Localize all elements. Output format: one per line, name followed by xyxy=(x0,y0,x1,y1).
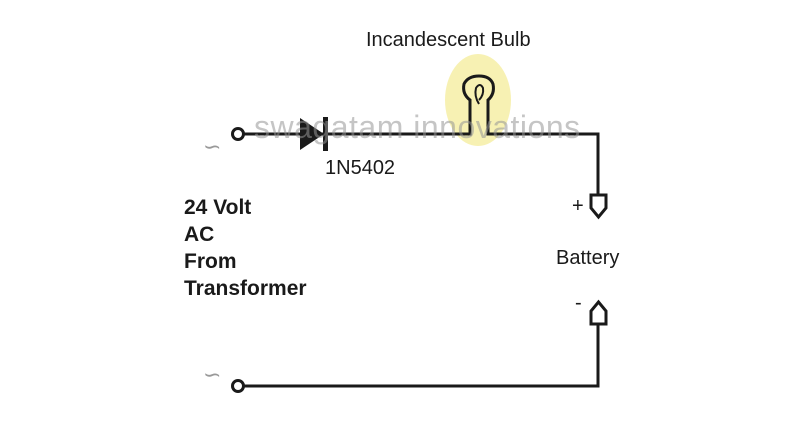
battery-minus-connector xyxy=(589,299,608,326)
source-label: 24 Volt AC From Transformer xyxy=(184,194,307,302)
terminal-bottom xyxy=(231,379,245,393)
source-line-4: Transformer xyxy=(184,277,307,300)
bottom-wire xyxy=(244,325,600,388)
ac-symbol-top: ∽ xyxy=(203,134,222,159)
ac-symbol-bottom: ∽ xyxy=(203,362,222,387)
diode-label: 1N5402 xyxy=(325,157,396,179)
battery-plus-connector xyxy=(589,193,608,220)
bulb-label: Incandescent Bulb xyxy=(366,29,531,51)
plus-sign: + xyxy=(572,195,584,217)
watermark: swagatam innovations xyxy=(254,109,581,145)
battery-label: Battery xyxy=(556,247,620,269)
filament-loop xyxy=(474,84,485,105)
diode-anode-triangle xyxy=(300,118,324,150)
minus-sign: - xyxy=(575,292,582,314)
source-line-3: From xyxy=(184,250,237,273)
source-line-1: 24 Volt xyxy=(184,196,252,219)
diode-cathode-bar xyxy=(323,117,328,151)
bulb-filament xyxy=(462,74,495,104)
terminal-top xyxy=(231,127,245,141)
top-wire-right xyxy=(486,104,600,194)
source-line-2: AC xyxy=(184,223,215,246)
